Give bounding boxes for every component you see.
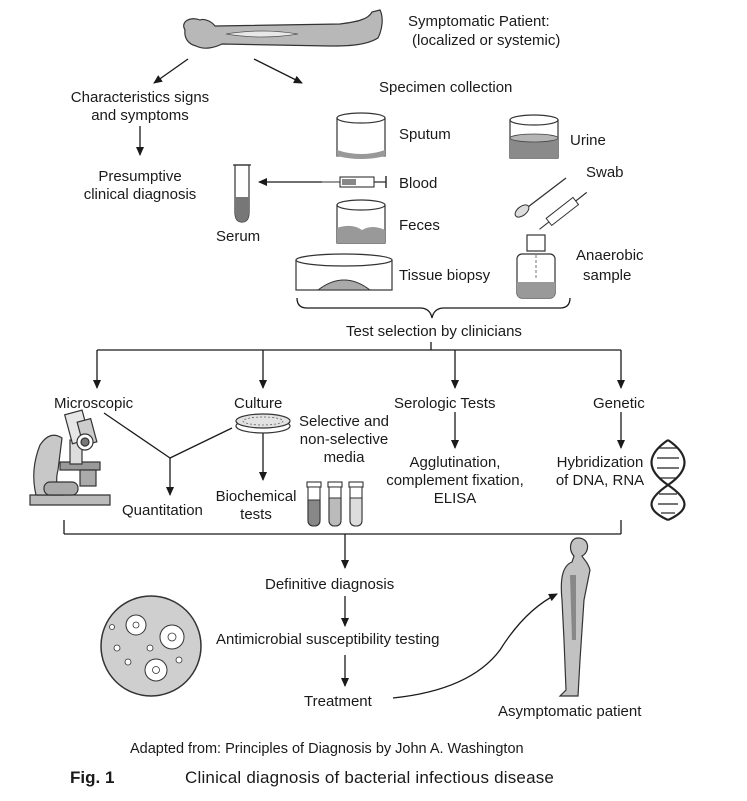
- anaerobic-syringe: [539, 191, 588, 230]
- signs-line-2: and symptoms: [91, 107, 189, 124]
- specimen-brace: [296, 297, 571, 319]
- media-line-3: media: [323, 449, 365, 466]
- test-distribution-lines: [63, 342, 625, 687]
- dna-helix-icon: [650, 439, 686, 522]
- agglutination-line-1: Agglutination,: [409, 454, 501, 471]
- lying-patient-figure: [183, 9, 383, 49]
- microscope-illustration: [29, 409, 111, 506]
- susceptibility-testing-label: Antimicrobial susceptibility testing: [216, 631, 440, 648]
- media-line-2: non-selective: [299, 431, 389, 448]
- source-caption: Adapted from: Principles of Diagnosis by…: [130, 741, 524, 757]
- sputum-label: Sputum: [399, 126, 451, 143]
- signs-line-1: Characteristics signs: [70, 89, 210, 106]
- serologic-tests-label: Serologic Tests: [394, 395, 496, 412]
- culture-label: Culture: [234, 395, 283, 412]
- standing-patient-figure: [558, 537, 591, 697]
- anaerobic-bottle: [516, 234, 556, 299]
- agglutination-line-3: ELISA: [433, 490, 477, 507]
- test-selection-label: Test selection by clinicians: [346, 323, 522, 340]
- sputum-container: [336, 112, 386, 159]
- quantitation-label: Quantitation: [122, 502, 203, 519]
- figure-number: Fig. 1: [70, 768, 115, 787]
- serum-label: Serum: [216, 228, 261, 245]
- tissue-biopsy-dish: [295, 253, 393, 291]
- arrow-to-signs: [153, 58, 189, 84]
- specimen-collection-title: Specimen collection: [379, 79, 513, 96]
- arrow-to-specimens: [253, 58, 303, 84]
- patient-sublabel: (localized or systemic): [412, 32, 561, 49]
- hybridization-line-2: of DNA, RNA: [555, 472, 645, 489]
- treatment-label: Treatment: [304, 693, 372, 710]
- definitive-diagnosis-label: Definitive diagnosis: [265, 576, 395, 593]
- biochemical-line-2: tests: [240, 506, 272, 523]
- serum-tube: [233, 164, 251, 223]
- presumptive-line-1: Presumptive: [98, 168, 182, 185]
- asymptomatic-patient-label: Asymptomatic patient: [498, 703, 642, 720]
- patient-label: Symptomatic Patient:: [408, 13, 550, 30]
- biochemical-tubes: [306, 481, 364, 527]
- figure-title: Clinical diagnosis of bacterial infectio…: [185, 768, 555, 787]
- swab-stick: [514, 177, 567, 218]
- media-line-1: Selective and: [298, 413, 390, 430]
- feces-container: [336, 199, 386, 244]
- urine-container: [509, 114, 559, 159]
- arrow-to-asymptomatic: [392, 593, 558, 699]
- feces-label: Feces: [399, 217, 440, 234]
- tissue-biopsy-label: Tissue biopsy: [399, 267, 491, 284]
- swab-label: Swab: [586, 164, 624, 181]
- biochemical-line-1: Biochemical: [215, 488, 297, 505]
- presumptive-line-2: clinical diagnosis: [83, 186, 197, 203]
- anaerobic-line-2: sample: [583, 267, 632, 284]
- anaerobic-line-1: Anaerobic: [576, 247, 644, 264]
- urine-label: Urine: [570, 132, 606, 149]
- susceptibility-plate: [100, 595, 202, 697]
- blood-label: Blood: [399, 175, 438, 192]
- blood-syringe: [322, 176, 387, 188]
- genetic-label: Genetic: [593, 395, 645, 412]
- culture-petri-dish: [235, 413, 291, 434]
- hybridization-line-1: Hybridization: [556, 454, 644, 471]
- agglutination-line-2: complement fixation,: [386, 472, 524, 489]
- microscopic-label: Microscopic: [54, 395, 134, 412]
